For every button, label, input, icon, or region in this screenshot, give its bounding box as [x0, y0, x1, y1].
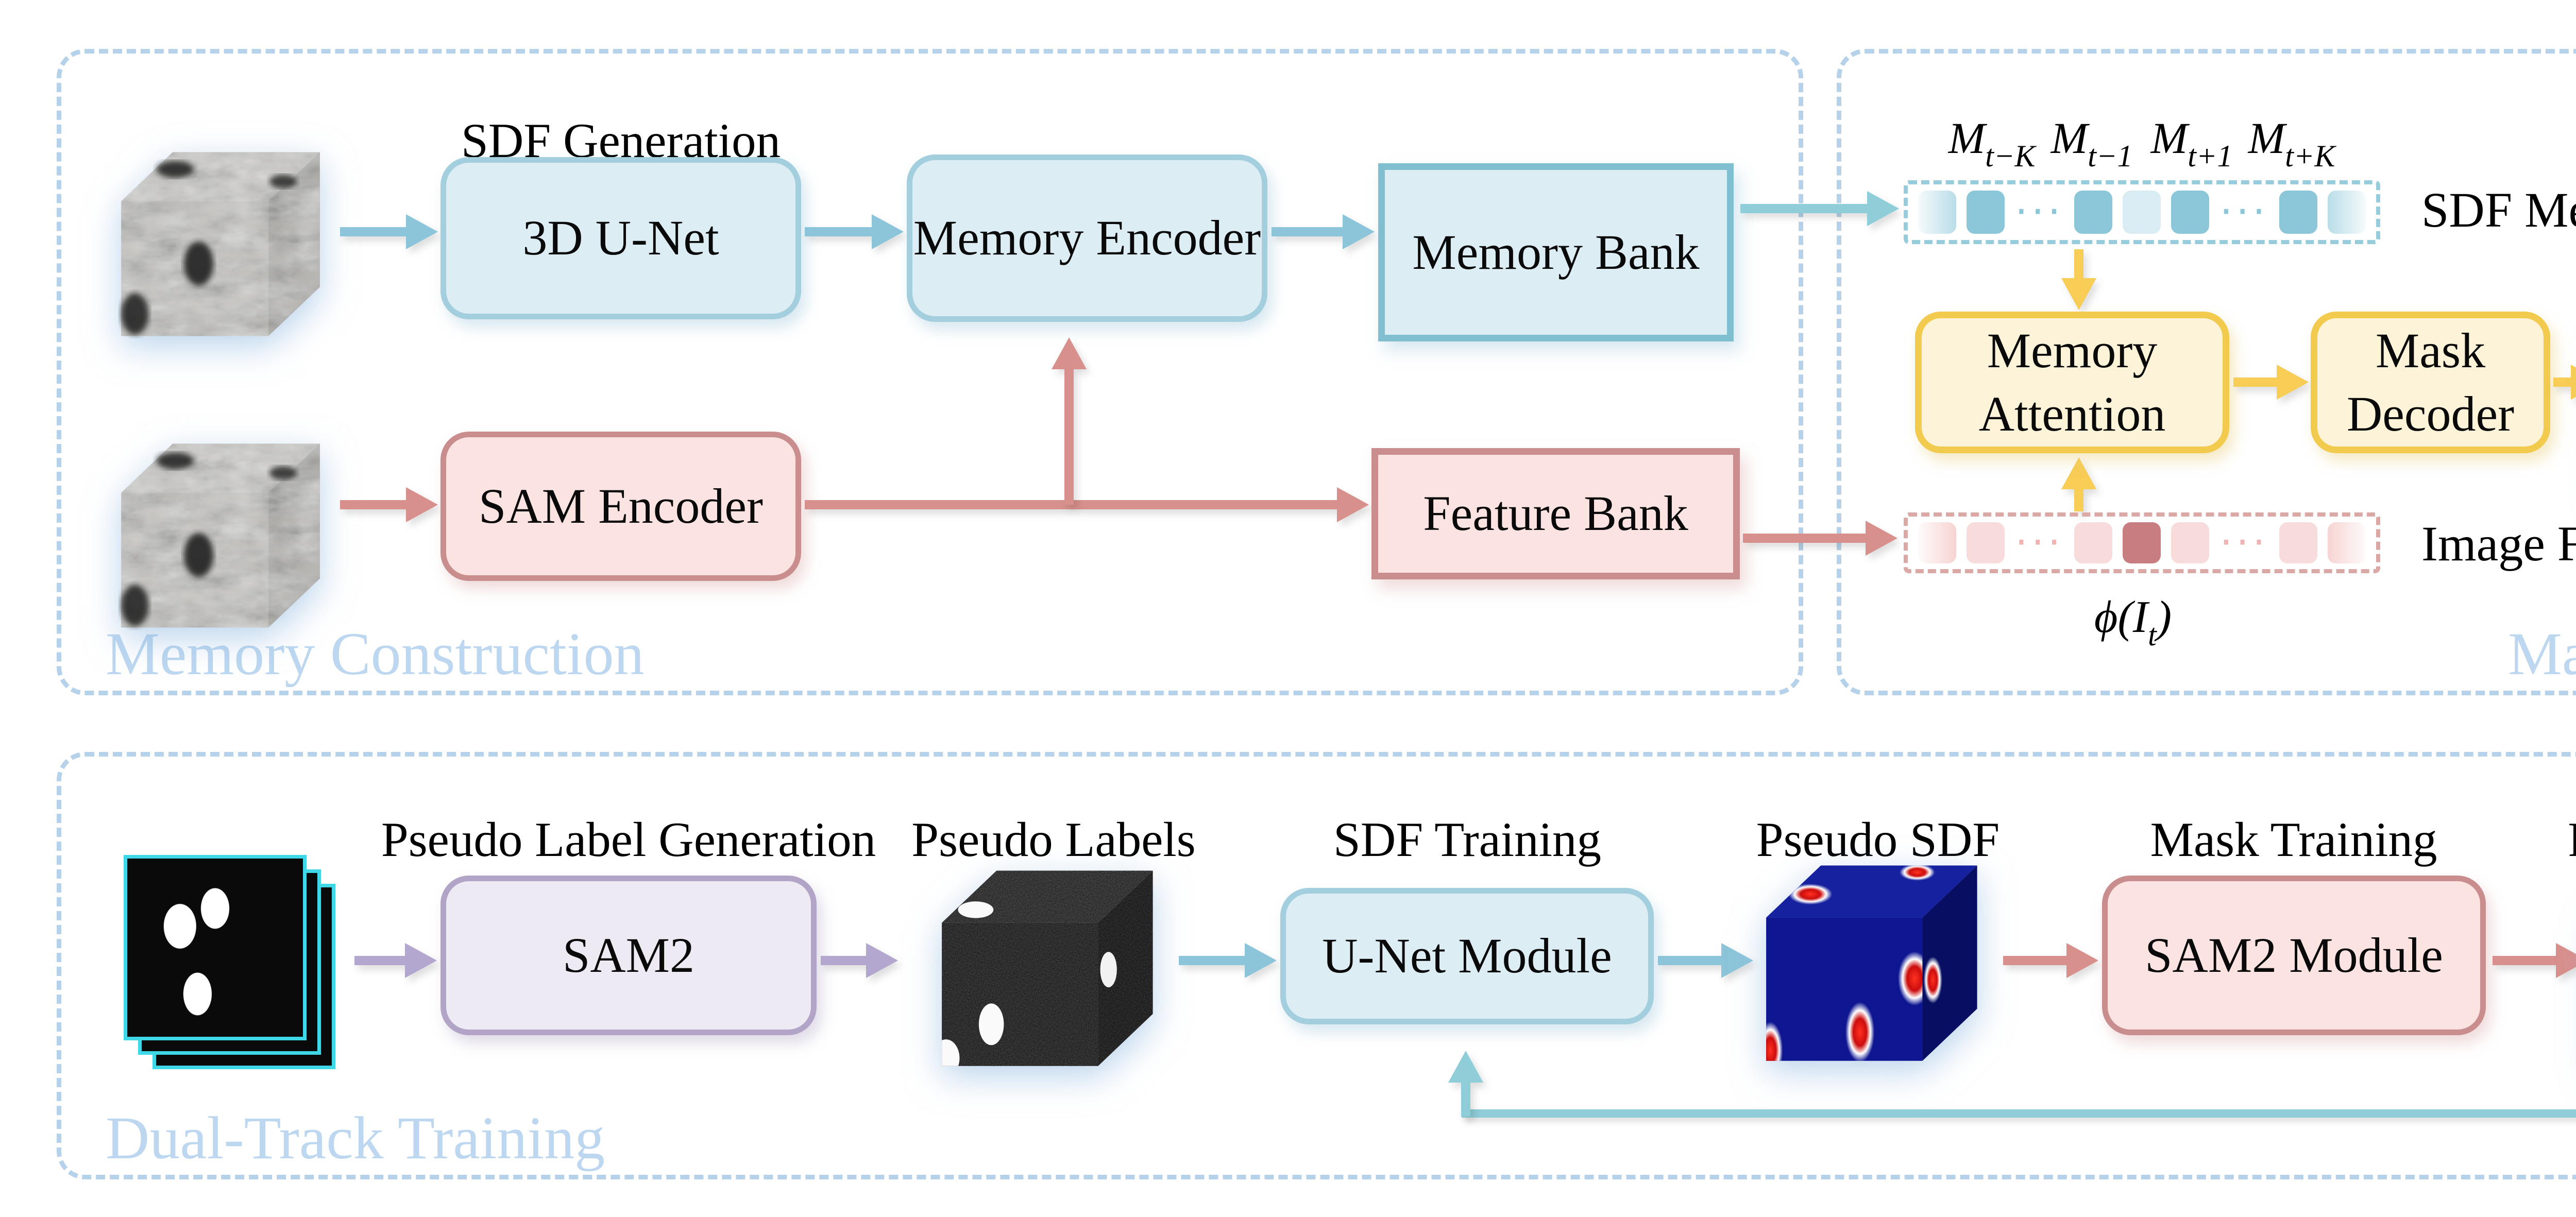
image-token-faded-left [1918, 522, 1956, 563]
memory-token-faded-right [2327, 191, 2366, 234]
sam2-box: SAM2 [440, 876, 817, 1035]
pseudo-sdf-title: Pseudo SDF [1756, 812, 2000, 867]
memory-token-label-1-sub: t−1 [2088, 139, 2133, 173]
mask-training-title: Mask Training [2150, 812, 2437, 867]
memory-token-label-3-sub: t+K [2285, 139, 2335, 173]
feedback-line-horizontal [1462, 1109, 2576, 1118]
mask-prediction-panel [1837, 49, 2576, 695]
sam-encoder-box: SAM Encoder [440, 432, 801, 581]
image-feature-formula: ϕ(It) [2094, 591, 2172, 653]
memory-token-faded-left [1918, 191, 1956, 234]
formula-post: ) [2156, 592, 2172, 642]
memory-token-label-2-sub: t+1 [2188, 139, 2233, 173]
memory-token-t-plus-k [2279, 191, 2317, 234]
image-token-4 [2279, 522, 2317, 563]
mask-decoder-box: Mask Decoder [2311, 312, 2550, 453]
pseudo-sdf-volume-image [1766, 865, 1977, 1061]
memory-token-label-0: Mt−K [1948, 112, 2036, 174]
image-token-faded-right [2327, 522, 2366, 563]
memory-token-t-minus-k [1967, 191, 2005, 234]
image-ellipsis-left: ··· [2015, 520, 2064, 566]
memory-token-t-plus-1 [2171, 191, 2210, 234]
memory-token-current [2123, 191, 2161, 234]
image-token-1 [1967, 522, 2005, 563]
memory-token-label-0-base: M [1948, 113, 1986, 163]
unet-3d-box: 3D U-Net [440, 157, 801, 319]
mask-prediction-label: Mask Prediction [2508, 620, 2576, 688]
memory-ellipsis-right: ··· [2219, 189, 2269, 235]
pseudo-label-generation-title: Pseudo Label Generation [381, 812, 876, 867]
dual-track-training-label: Dual-Track Training [106, 1104, 605, 1172]
memory-construction-label: Memory Construction [106, 620, 645, 688]
image-token-current [2123, 522, 2161, 563]
em-volume-image-top [121, 152, 320, 336]
memory-encoder-box-label: Memory Encoder [913, 210, 1261, 266]
memory-token-label-2: Mt+1 [2151, 112, 2233, 174]
feature-bank-box: Feature Bank [1371, 448, 1740, 579]
memory-bank-box-label: Memory Bank [1412, 224, 1700, 280]
em-volume-image-bottom [121, 443, 320, 628]
memory-token-t-minus-1 [2074, 191, 2113, 234]
sam2-module-box-label: SAM2 Module [2145, 927, 2443, 983]
memory-token-label-2-base: M [2150, 113, 2188, 163]
unet-module-box-label: U-Net Module [1322, 928, 1612, 984]
memory-construction-panel [57, 49, 1803, 695]
memory-token-label-3-base: M [2248, 113, 2285, 163]
unet-module-box: U-Net Module [1280, 888, 1654, 1024]
formula-sub: t [2148, 618, 2157, 652]
mask-slice-front [124, 855, 307, 1040]
memory-token-label-1: Mt−1 [2051, 112, 2133, 174]
sam2-module-box: SAM2 Module [2102, 876, 2486, 1035]
image-ellipsis-right: ··· [2219, 520, 2269, 566]
unet-3d-box-label: 3D U-Net [522, 210, 719, 266]
pseudo-labels-volume-image-1 [942, 870, 1153, 1066]
memory-token-label-1-base: M [2050, 113, 2088, 163]
pseudo-labels-title-1: Pseudo Labels [911, 812, 1196, 867]
image-token-2 [2074, 522, 2113, 563]
sdf-memory-strip-label: SDF Memory [2421, 182, 2576, 237]
sdf-training-title: SDF Training [1333, 812, 1602, 867]
sam2-box-label: SAM2 [562, 927, 695, 983]
memory-attention-box-label: Memory Attention [1978, 322, 2166, 441]
memory-token-label-3: Mt+K [2248, 112, 2335, 174]
memory-encoder-box: Memory Encoder [907, 155, 1267, 322]
feature-bank-box-label: Feature Bank [1423, 486, 1688, 541]
formula-pre: ϕ(I [2094, 592, 2148, 642]
memory-bank-box: Memory Bank [1378, 163, 1734, 341]
memory-attention-box: Memory Attention [1915, 312, 2229, 453]
sdf-memory-strip: ··· ··· [1904, 180, 2380, 244]
image-token-3 [2171, 522, 2210, 563]
image-feature-strip-label: Image Feature [2421, 516, 2576, 571]
memory-token-label-0-sub: t−K [1985, 139, 2036, 173]
image-feature-strip: ··· ··· [1904, 512, 2380, 573]
sam-encoder-box-label: SAM Encoder [479, 478, 763, 534]
memory-ellipsis-left: ··· [2015, 189, 2064, 235]
dual-track-training-panel [57, 752, 2576, 1179]
mask-decoder-box-label: Mask Decoder [2346, 322, 2515, 441]
pseudo-labels-title-2: Pseudo Labels [2568, 811, 2576, 868]
